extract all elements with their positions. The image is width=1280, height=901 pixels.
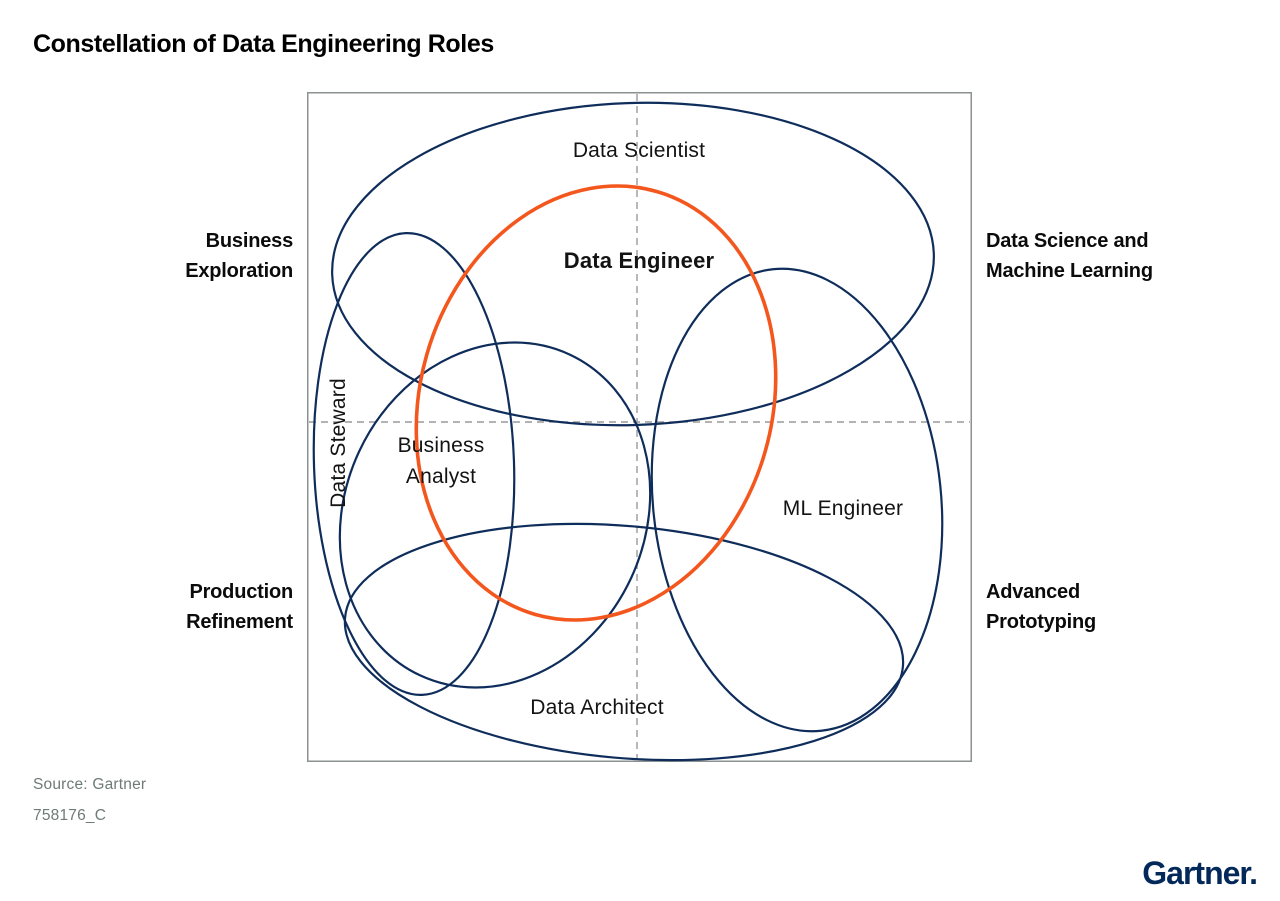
quadrant-label-line: Machine Learning	[986, 260, 1153, 282]
data-architect-ellipse	[343, 522, 905, 762]
page-title: Constellation of Data Engineering Roles	[33, 30, 494, 58]
data-steward-label: Data Steward	[327, 378, 350, 508]
quadrant-label-production-refinement: Production Refinement	[186, 577, 293, 637]
data-engineer-ellipse	[414, 184, 778, 622]
ml-engineer-ellipse	[650, 267, 944, 733]
quadrant-label-line: Business	[205, 230, 294, 252]
ml-engineer-label: ML Engineer	[783, 497, 904, 520]
data-scientist-label: Data Scientist	[573, 139, 705, 162]
document-id: 758176_C	[33, 807, 107, 824]
quadrant-label-line: Advanced	[986, 581, 1080, 603]
source-line: Source: Gartner	[33, 776, 147, 793]
business-analyst-ellipse	[338, 341, 652, 689]
business-analyst-label: Analyst	[406, 465, 476, 488]
quadrant-label-line: Prototyping	[986, 611, 1097, 633]
quadrant-label-line: Refinement	[186, 611, 293, 633]
data-engineer-label: Data Engineer	[564, 248, 715, 273]
quadrant-label-data-science-machine-learning: Data Science and Machine Learning	[986, 226, 1153, 286]
diagram-frame	[307, 92, 972, 762]
gartner-logo: Gartner.	[1142, 855, 1258, 891]
data-architect-label: Data Architect	[530, 696, 664, 719]
quadrant-label-line: Data Science and	[986, 230, 1149, 252]
quadrant-label-business-exploration: Business Exploration	[185, 226, 293, 286]
business-analyst-label: Business	[398, 434, 485, 457]
data-scientist-ellipse	[331, 101, 935, 427]
quadrant-label-line: Production	[189, 581, 293, 603]
quadrant-label-advanced-prototyping: Advanced Prototyping	[986, 577, 1096, 637]
data-steward-ellipse	[312, 232, 516, 696]
quadrant-label-line: Exploration	[185, 260, 293, 282]
